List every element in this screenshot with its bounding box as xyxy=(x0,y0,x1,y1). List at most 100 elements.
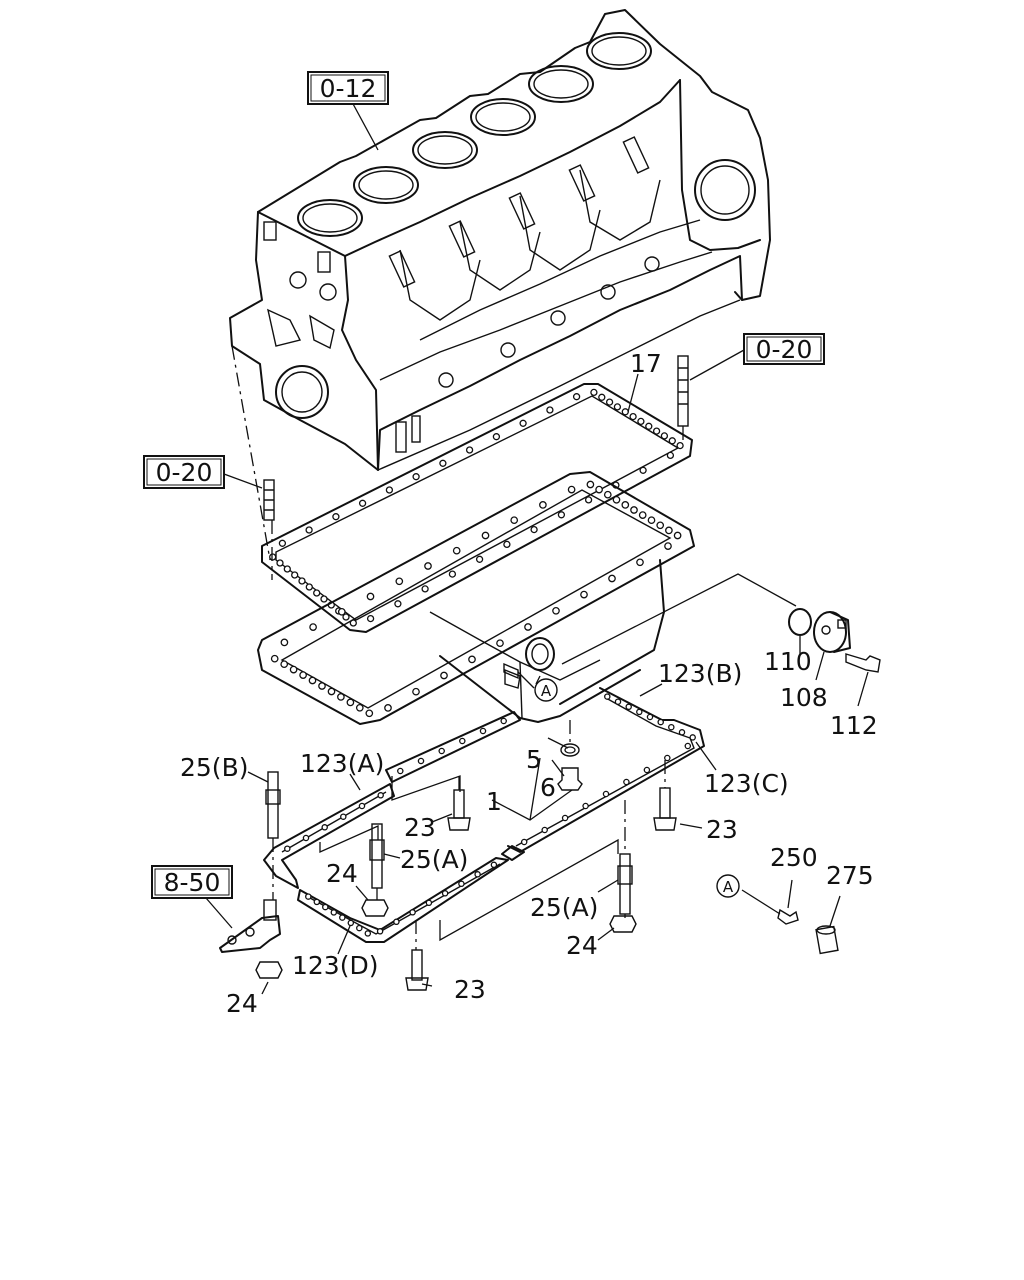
bolt-hole xyxy=(604,693,611,700)
bolt-hole xyxy=(305,893,312,900)
bolt-hole xyxy=(305,526,313,534)
bolt-hole xyxy=(356,924,363,932)
bolt-hole xyxy=(269,553,277,561)
bolt-hole xyxy=(313,589,321,597)
bolt-hole xyxy=(452,546,461,555)
bolt-hole xyxy=(417,757,425,765)
bolt-hole xyxy=(425,899,433,907)
bolt-hole xyxy=(308,676,317,685)
bolt-hole xyxy=(358,499,367,507)
bolt-hole xyxy=(280,638,289,647)
bolt-hole xyxy=(660,432,669,440)
bolt-hole xyxy=(668,723,675,731)
bolt-hole xyxy=(557,511,566,519)
bolt-hole xyxy=(441,890,449,897)
bolt-hole xyxy=(313,898,321,906)
bolt-hole xyxy=(440,671,448,680)
bolt-hole xyxy=(666,451,675,460)
bolt-hole xyxy=(636,708,643,716)
bolt-hole xyxy=(639,466,647,474)
label-24-right: 24 xyxy=(566,931,598,960)
bolt-hole xyxy=(365,709,374,718)
bolt-hole xyxy=(309,623,317,631)
bolt-hole xyxy=(636,558,644,567)
bolt-hole xyxy=(625,703,632,711)
bolt-hole xyxy=(500,717,507,725)
bolt-hole xyxy=(621,501,630,509)
bolt-hole xyxy=(580,590,588,599)
label-275: 275 xyxy=(826,861,874,890)
label-250: 250 xyxy=(770,843,818,872)
bolt-hole xyxy=(474,871,481,878)
bolt-hole xyxy=(643,766,651,774)
bolt-hole xyxy=(613,403,622,411)
part-labels: 17 110 108 112 123(B) 123(A) 123(C) 123(… xyxy=(180,349,878,1018)
bolt-hole xyxy=(330,909,338,916)
bolt-hole xyxy=(481,531,490,540)
bolt-hole xyxy=(276,559,284,567)
bolt-hole xyxy=(468,655,476,664)
label-112: 112 xyxy=(830,711,878,740)
marker-a-detail-text: A xyxy=(723,878,734,896)
ref-box-dowel-right: 0-20 xyxy=(743,333,825,365)
centerline xyxy=(231,345,271,561)
bolt-hole xyxy=(337,693,345,701)
label-123b: 123(B) xyxy=(658,659,742,688)
upper-gasket xyxy=(261,383,693,633)
bolt-hole xyxy=(572,393,581,401)
bolt-hole xyxy=(652,427,661,435)
bolt-hole xyxy=(284,845,291,852)
bolt-hole xyxy=(646,713,654,721)
bolt-hole xyxy=(347,919,355,927)
label-23-bottom: 23 xyxy=(454,975,486,1004)
bolt-hole xyxy=(280,660,289,669)
bolt-hole xyxy=(582,802,589,810)
label-1: 1 xyxy=(486,787,502,816)
bolt-hole xyxy=(602,790,610,798)
bolt-hole xyxy=(520,838,528,846)
leader-lines xyxy=(205,101,869,995)
bolt-hole xyxy=(438,747,445,755)
centerlines xyxy=(271,426,797,950)
bolt-hole xyxy=(394,600,402,608)
marker-a-pan: A xyxy=(534,678,558,702)
bolt-hole xyxy=(561,814,569,822)
ref-box-block: 0-12 xyxy=(307,71,389,105)
bolt-hole xyxy=(595,485,603,494)
bolt-hole xyxy=(623,778,630,786)
bolt-hole xyxy=(409,909,416,916)
label-123c: 123(C) xyxy=(704,769,789,798)
bolt-hole xyxy=(668,437,676,445)
bolt-hole xyxy=(546,406,554,414)
bolt-hole xyxy=(358,802,366,810)
label-24-center: 24 xyxy=(326,859,358,888)
bolt-hole xyxy=(366,614,375,623)
bolt-hole xyxy=(384,704,392,712)
bolt-hole xyxy=(302,834,310,842)
bolt-hole xyxy=(629,412,637,421)
bolt-hole xyxy=(664,754,671,762)
bolt-hole xyxy=(424,562,432,570)
bolt-hole xyxy=(614,698,622,705)
bolt-hole xyxy=(412,687,420,696)
bolt-hole xyxy=(676,441,684,450)
bolt-hole xyxy=(439,459,447,467)
bolt-hole xyxy=(608,574,616,583)
bolt-hole xyxy=(397,767,404,775)
bolt-hole xyxy=(678,729,686,736)
bolt-hole xyxy=(364,930,372,937)
bolt-hole xyxy=(305,583,313,591)
label-25a-center: 25(A) xyxy=(400,845,468,874)
bolt-hole xyxy=(475,555,484,563)
bolt-hole xyxy=(530,525,538,534)
bolt-hole xyxy=(490,861,498,869)
lower-gasket xyxy=(263,687,705,943)
ref-dowel-right-label: 0-20 xyxy=(756,335,813,364)
bolt-hole xyxy=(519,419,527,427)
label-110: 110 xyxy=(764,647,812,676)
bolt-hole xyxy=(539,501,547,509)
ref-block-label: 0-12 xyxy=(320,74,377,103)
bolt-hole xyxy=(656,521,665,530)
bolt-hole xyxy=(637,417,645,426)
